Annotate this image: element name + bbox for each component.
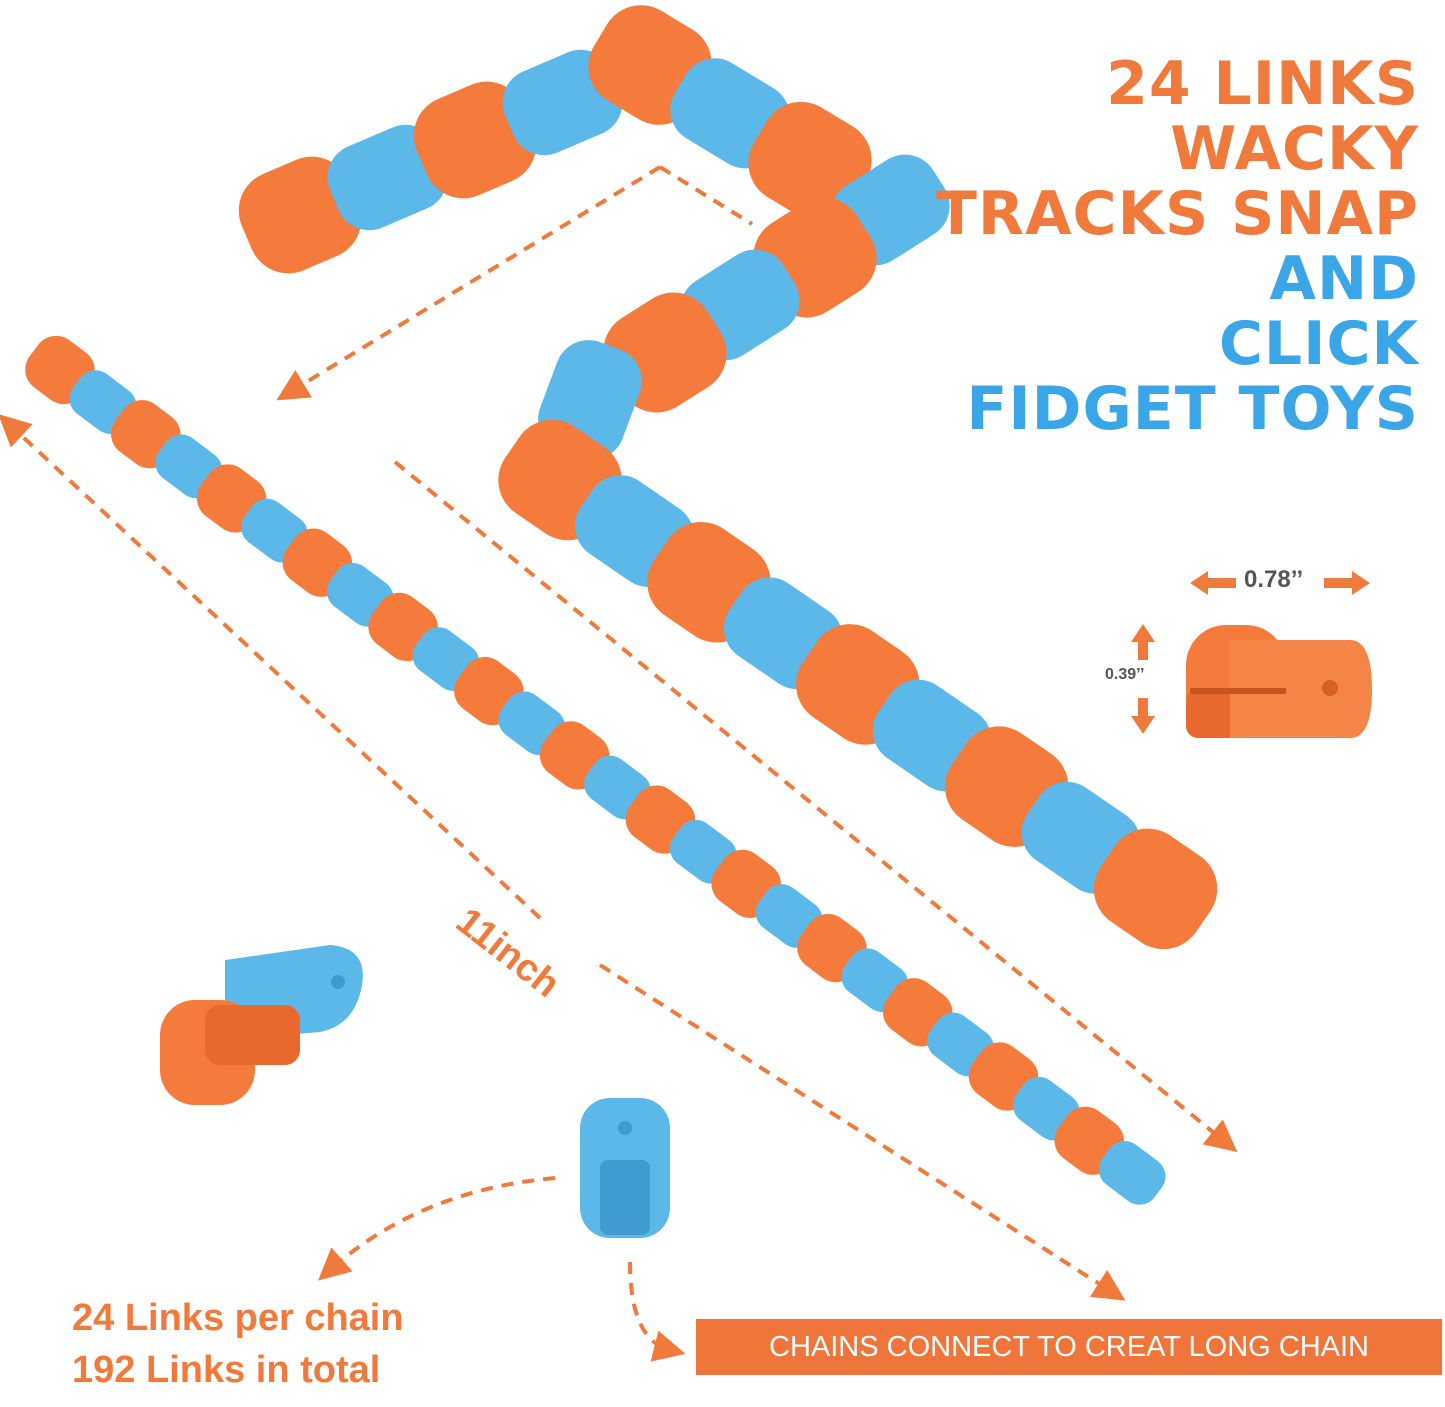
headline-line-1: 24 LINKS (1106, 49, 1419, 119)
single-orange-link (1186, 625, 1372, 738)
connect-banner: CHAINS CONNECT TO CREAT LONG CHAIN (696, 1319, 1442, 1375)
single-link-pair (160, 945, 363, 1105)
link-height-label: 0.39’’ (1105, 666, 1145, 683)
banner-text: CHAINS CONNECT TO CREAT LONG CHAIN (769, 1330, 1369, 1363)
arrow-top-guide (290, 165, 754, 392)
straight-chain (25, 335, 1166, 1205)
height-arrow-down (1131, 698, 1155, 734)
arrow-to-info (318, 1176, 556, 1281)
arrow-snake-guide (393, 460, 1238, 1153)
links-per-chain: 24 Links per chain (72, 1297, 404, 1339)
height-arrow-up (1131, 624, 1155, 660)
links-total: 192 Links in total (72, 1349, 381, 1391)
link-count-info: 24 Links per chain 192 Links in total (72, 1292, 404, 1396)
width-arrow-left (1190, 571, 1236, 595)
width-arrow-right (1324, 571, 1370, 595)
headline-line-3: TRACKS SNAP (935, 179, 1419, 249)
arrow-length-guide-start (0, 414, 542, 920)
chain-link-blue (1098, 1141, 1166, 1205)
headline-line-2: WACKY (1170, 114, 1419, 184)
arrow-to-banner (628, 1261, 686, 1362)
link-width-label: 0.78’’ (1244, 566, 1304, 593)
headline-line-6: FIDGET TOYS (966, 374, 1419, 444)
single-blue-link (580, 1098, 670, 1238)
headline-line-5: CLICK (1218, 309, 1419, 379)
guide-arrows (0, 165, 1238, 1362)
bent-chain (238, 5, 1218, 950)
dimension-arrows (1131, 571, 1370, 734)
arrow-length-guide-end (598, 963, 1126, 1301)
headline-line-4: AND (1269, 244, 1419, 314)
chain-link-orange (1093, 828, 1218, 950)
headline: 24 LINKS WACKY TRACKS SNAP AND CLICK FID… (899, 52, 1419, 442)
